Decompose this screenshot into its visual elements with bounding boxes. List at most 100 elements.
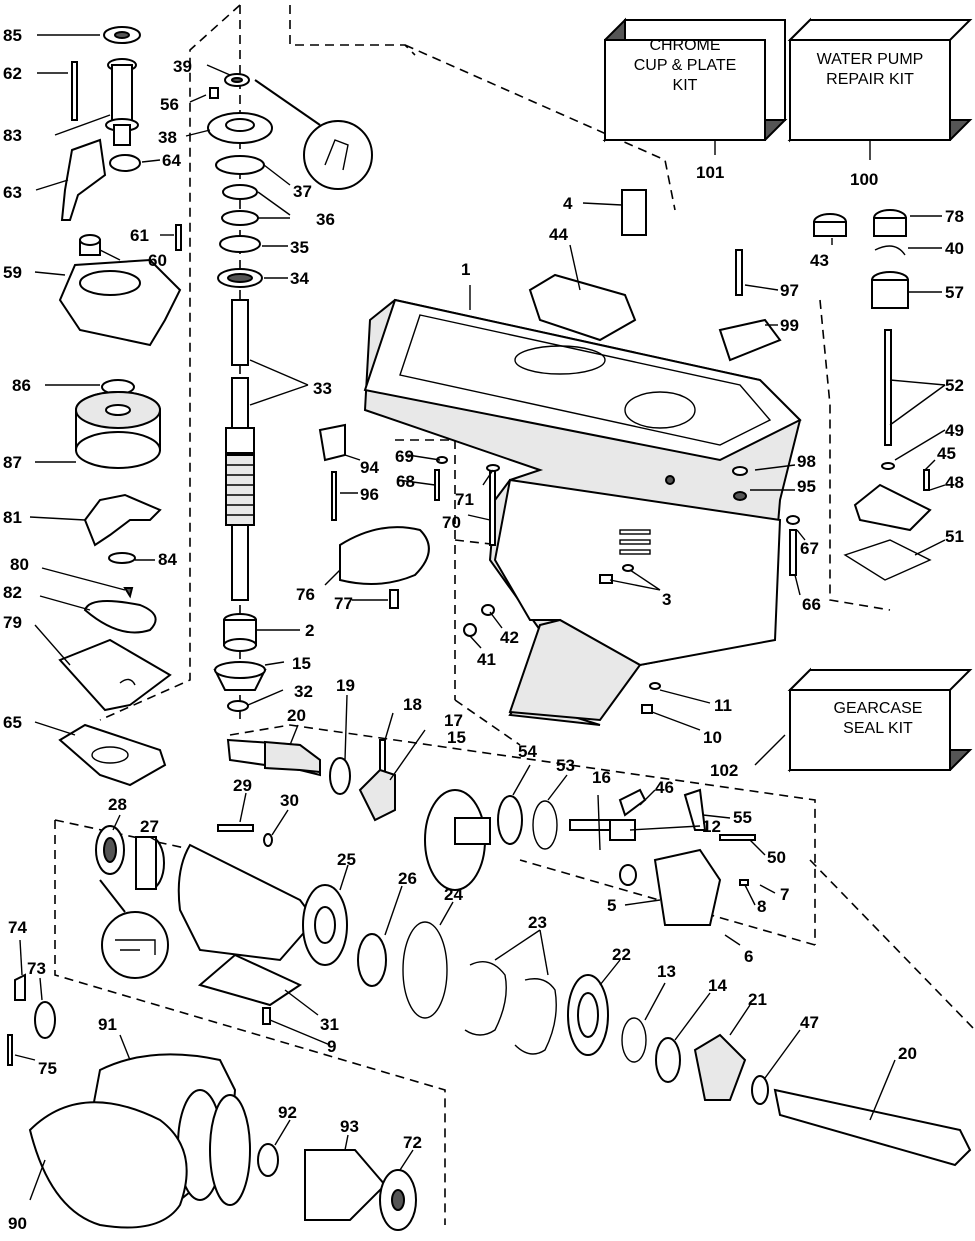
callout-81: 81: [3, 508, 22, 527]
water-pump-parts: [58, 26, 182, 787]
callout-64: 64: [162, 151, 181, 170]
callout-91: 91: [98, 1015, 117, 1034]
callout-75: 75: [38, 1059, 57, 1078]
callout-2: 2: [305, 621, 314, 640]
callout-66: 66: [802, 595, 821, 614]
callout-labels: 85 62 83 63 64 39 56 38 37 36 35 34 61 6…: [3, 26, 964, 1233]
callout-16: 16: [592, 768, 611, 787]
callout-28: 28: [108, 795, 127, 814]
callout-15b: 15: [447, 728, 466, 747]
callout-69: 69: [395, 447, 414, 466]
callout-24: 24: [444, 885, 463, 904]
callout-67: 67: [800, 539, 819, 558]
callout-48: 48: [945, 473, 964, 492]
callout-97: 97: [780, 281, 799, 300]
callout-38: 38: [158, 128, 177, 147]
callout-18: 18: [403, 695, 422, 714]
callout-47: 47: [800, 1013, 819, 1032]
callout-56: 56: [160, 95, 179, 114]
kit-gearcase-seal-line1: GEARCASE: [834, 700, 923, 717]
callout-65: 65: [3, 713, 22, 732]
callout-85: 85: [3, 26, 22, 45]
callout-77: 77: [334, 594, 353, 613]
callout-98: 98: [797, 452, 816, 471]
callout-1: 1: [461, 260, 470, 279]
callout-60: 60: [148, 251, 167, 270]
callout-54: 54: [518, 742, 537, 761]
callout-33: 33: [313, 379, 332, 398]
callout-46: 46: [655, 778, 674, 797]
kit-gearcase-seal-number: 102: [710, 761, 738, 780]
callout-9: 9: [327, 1037, 336, 1056]
kit-chrome-number: 101: [696, 163, 724, 182]
callout-79: 79: [3, 613, 22, 632]
callout-25: 25: [337, 850, 356, 869]
callout-93: 93: [340, 1117, 359, 1136]
callout-10: 10: [703, 728, 722, 747]
callout-62: 62: [3, 64, 22, 83]
callout-72: 72: [403, 1133, 422, 1152]
callout-57: 57: [945, 283, 964, 302]
callout-61: 61: [130, 226, 149, 245]
group-boundaries: [54, 4, 975, 1225]
callout-39: 39: [173, 57, 192, 76]
callout-32: 32: [294, 682, 313, 701]
callout-99: 99: [780, 316, 799, 335]
callout-42: 42: [500, 628, 519, 647]
kit-water-pump-number: 100: [850, 170, 878, 189]
callout-55: 55: [733, 808, 752, 827]
callout-73: 73: [27, 959, 46, 978]
callout-34: 34: [290, 269, 309, 288]
callout-31: 31: [320, 1015, 339, 1034]
shift-linkage-parts: [424, 788, 756, 926]
callout-86: 86: [12, 376, 31, 395]
callout-35: 35: [290, 238, 309, 257]
callout-26: 26: [398, 869, 417, 888]
leader-lines: [14, 34, 946, 1201]
callout-21: 21: [748, 990, 767, 1009]
callout-82: 82: [3, 583, 22, 602]
callout-15a: 15: [292, 654, 311, 673]
kit-box-gearcase-seal: GEARCASE SEAL KIT 102: [710, 667, 973, 780]
callout-41: 41: [477, 650, 496, 669]
callout-49: 49: [945, 421, 964, 440]
propeller-assembly: [28, 1053, 417, 1231]
callout-94: 94: [360, 458, 379, 477]
callout-7: 7: [780, 885, 789, 904]
kit-water-pump-line1: WATER PUMP: [817, 51, 924, 68]
callout-74: 74: [8, 918, 27, 937]
callout-13: 13: [657, 962, 676, 981]
callout-27: 27: [140, 817, 159, 836]
callout-43: 43: [810, 251, 829, 270]
callout-12: 12: [702, 817, 721, 836]
callout-5: 5: [607, 896, 616, 915]
detail-circles: [99, 79, 373, 979]
callout-92: 92: [278, 1103, 297, 1122]
callout-6: 6: [744, 947, 753, 966]
callout-20a: 20: [287, 706, 306, 725]
callout-83: 83: [3, 126, 22, 145]
callout-95: 95: [797, 477, 816, 496]
right-side-parts: [318, 189, 932, 714]
kit-box-chrome: CHROME CUP & PLATE KIT 101: [602, 17, 788, 182]
lower-unit-parts: [7, 738, 972, 1167]
callout-87: 87: [3, 453, 22, 472]
callout-8: 8: [757, 897, 766, 916]
callout-51: 51: [945, 527, 964, 546]
callout-22: 22: [612, 945, 631, 964]
callout-68: 68: [396, 472, 415, 491]
callout-53: 53: [556, 756, 575, 775]
callout-4: 4: [563, 194, 573, 213]
callout-50: 50: [767, 848, 786, 867]
kit-chrome-line1: CHROME: [649, 37, 720, 54]
callout-59: 59: [3, 263, 22, 282]
callout-70: 70: [442, 513, 461, 532]
callout-45: 45: [937, 444, 956, 463]
callout-19: 19: [336, 676, 355, 695]
callout-17: 17: [444, 711, 463, 730]
callout-14: 14: [708, 976, 727, 995]
kit-chrome-line3: KIT: [673, 77, 698, 94]
callout-80: 80: [10, 555, 29, 574]
callout-78: 78: [945, 207, 964, 226]
